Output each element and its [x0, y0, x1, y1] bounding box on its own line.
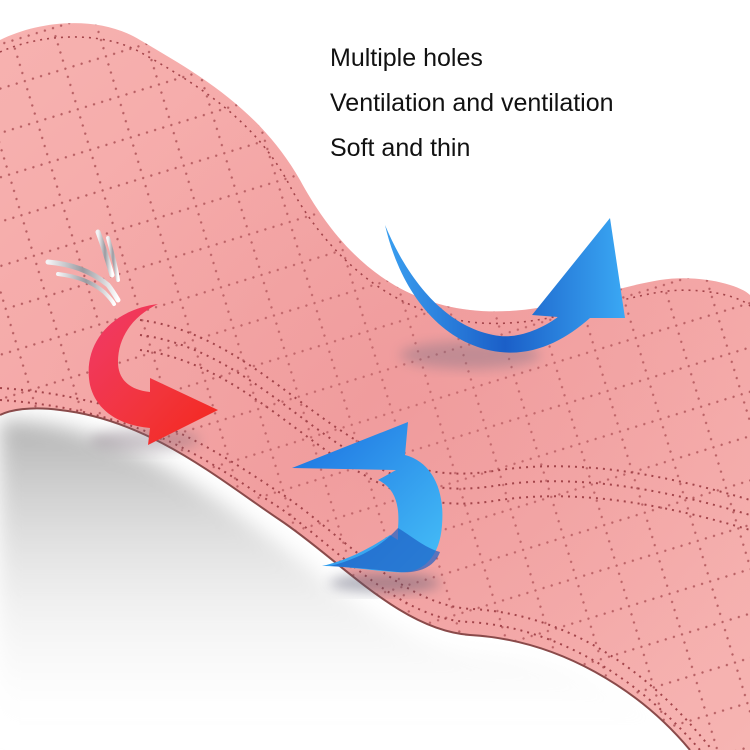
silver-y-emblem-icon	[45, 229, 121, 306]
feature-item-multiple-holes: Multiple holes	[330, 44, 483, 72]
floor-shadow	[0, 420, 700, 750]
red-curved-arrow-icon	[88, 304, 219, 452]
feature-item-ventilation: Ventilation and ventilation	[330, 89, 614, 117]
blue-curved-arrow-lower-icon	[292, 422, 443, 593]
feature-list: Multiple holes Ventilation and ventilati…	[330, 36, 614, 171]
feature-item-soft-thin: Soft and thin	[330, 134, 471, 162]
blue-curved-arrow-upper-icon	[385, 218, 625, 369]
